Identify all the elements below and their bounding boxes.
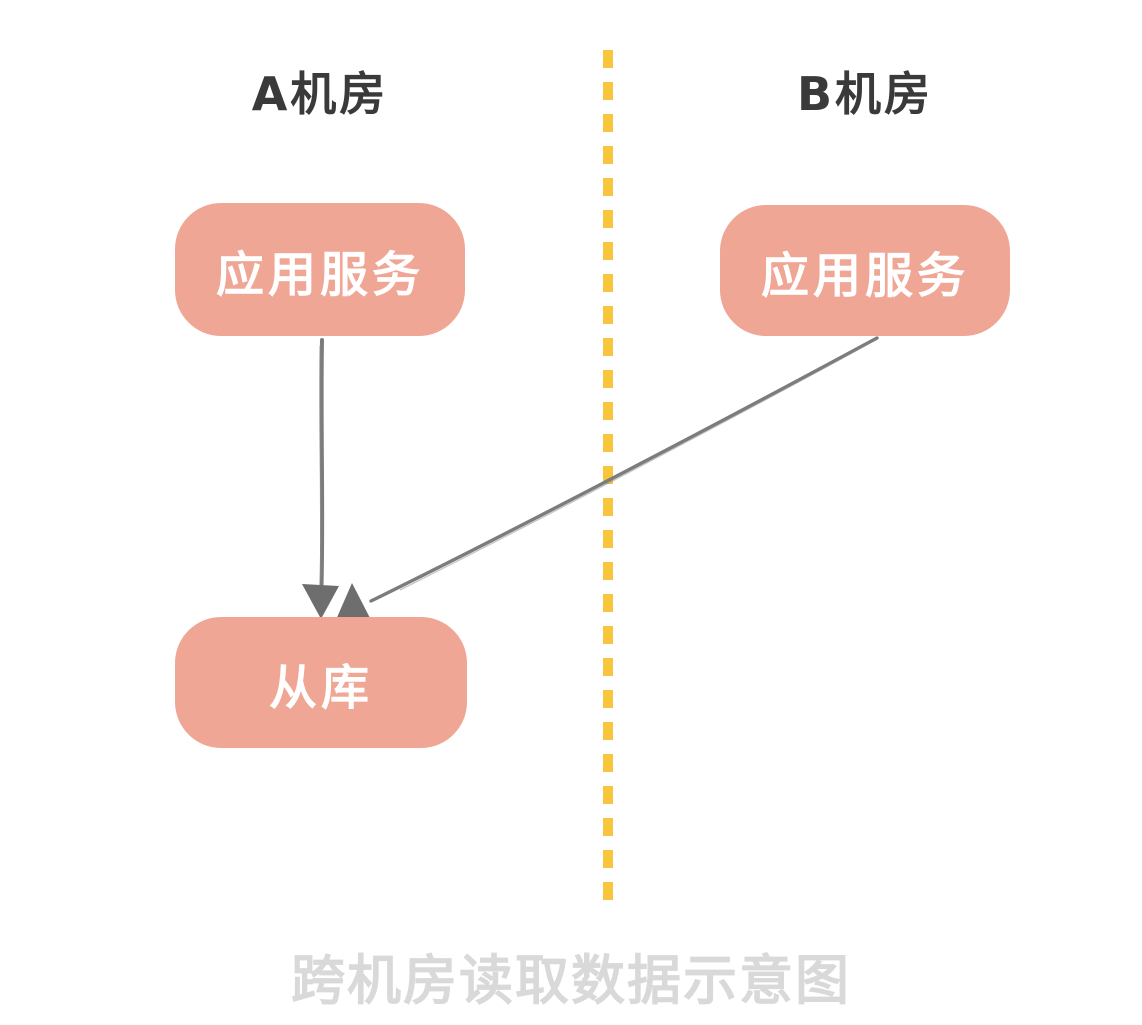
arrow-app-a-to-slave [302,338,339,619]
zone-a-label: A机房 [251,67,389,121]
node-slave-db-label: 从库 [268,659,373,716]
node-slave-db: 从库 [175,617,467,748]
arrowhead-icon [302,584,339,619]
node-app-service-b-label: 应用服务 [760,247,969,304]
arrow-app-b-to-slave [335,336,879,622]
node-app-service-b: 应用服务 [720,205,1010,336]
node-app-service-a: 应用服务 [175,203,465,336]
diagram-caption: 跨机房读取数据示意图 [291,949,851,1012]
zone-b-label: B机房 [796,67,934,121]
node-app-service-a-label: 应用服务 [215,246,424,303]
